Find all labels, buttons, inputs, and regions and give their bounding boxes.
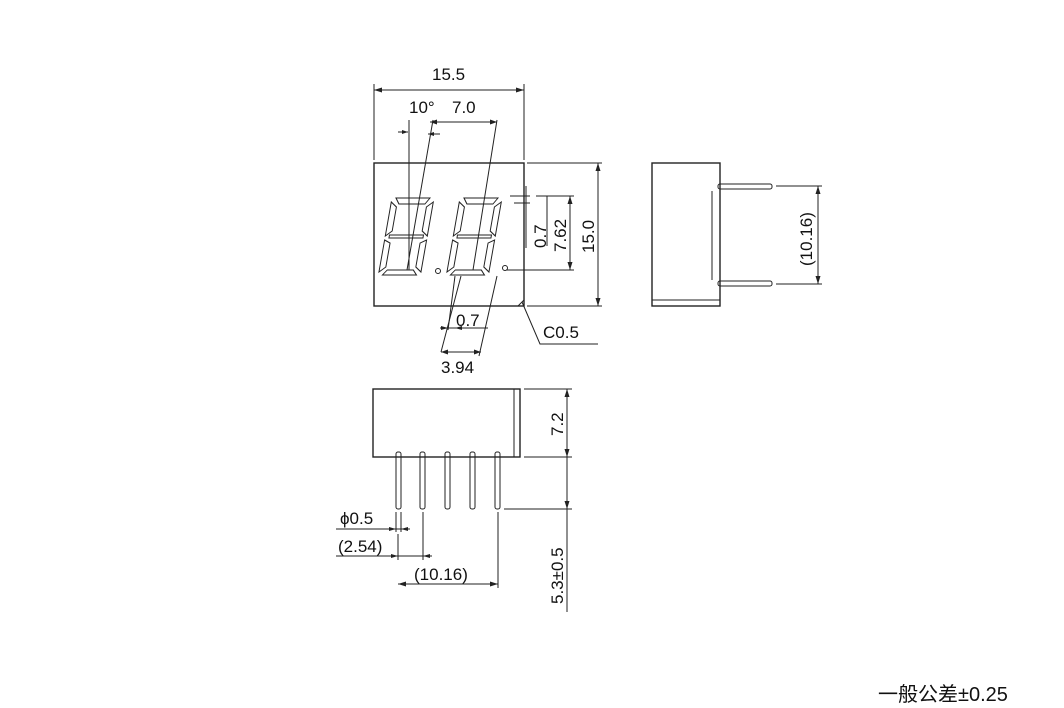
front-body-outline bbox=[373, 162, 525, 307]
label-slant-angle: 10° bbox=[409, 98, 435, 117]
label-chamfer: C0.5 bbox=[543, 323, 579, 342]
pin-2 bbox=[419, 451, 426, 510]
label-dot-width: 0.7 bbox=[456, 311, 480, 330]
label-digit-width: 7.0 bbox=[452, 98, 476, 117]
chamfer-leader bbox=[521, 301, 598, 345]
label-pin-span: (10.16) bbox=[414, 565, 468, 584]
pin-4 bbox=[469, 451, 476, 510]
digit-2-dp bbox=[502, 265, 508, 271]
side-body-outline bbox=[651, 162, 721, 307]
label-pin-diameter: ϕ0.5 bbox=[340, 509, 373, 528]
digit-2-segments bbox=[446, 197, 502, 276]
pins bbox=[395, 451, 501, 510]
label-total-width: 15.5 bbox=[432, 65, 465, 84]
label-pin-pitch: (2.54) bbox=[338, 537, 382, 556]
label-segment-gap: 0.7 bbox=[531, 224, 550, 248]
label-digit-pitch: 7.62 bbox=[551, 219, 570, 252]
front-view: 15.5 10° 7.0 0.7 7.62 15.0 bbox=[373, 65, 602, 377]
digit-1-segments bbox=[378, 197, 434, 276]
general-tolerance-note: 一般公差±0.25 bbox=[878, 684, 1008, 706]
label-side-pin-span: (10.16) bbox=[797, 212, 816, 266]
side-view: (10.16) bbox=[651, 162, 822, 307]
label-body-depth: 7.2 bbox=[548, 412, 567, 436]
pin-5 bbox=[494, 451, 501, 510]
pin-1 bbox=[395, 451, 402, 510]
label-pin-length: 5.3±0.5 bbox=[548, 547, 567, 604]
bottom-body-outline bbox=[372, 388, 521, 458]
side-pin-top bbox=[717, 183, 773, 190]
digit-1-dp bbox=[435, 268, 441, 274]
bottom-view: 7.2 5.3±0.5 ϕ0.5 (2.54) (10.16) bbox=[336, 388, 572, 612]
pin-3 bbox=[444, 451, 451, 510]
chamfer-corner bbox=[517, 299, 525, 307]
side-pin-bottom bbox=[717, 280, 773, 287]
label-digit-spacing: 3.94 bbox=[441, 358, 474, 377]
label-body-height: 15.0 bbox=[579, 220, 598, 253]
